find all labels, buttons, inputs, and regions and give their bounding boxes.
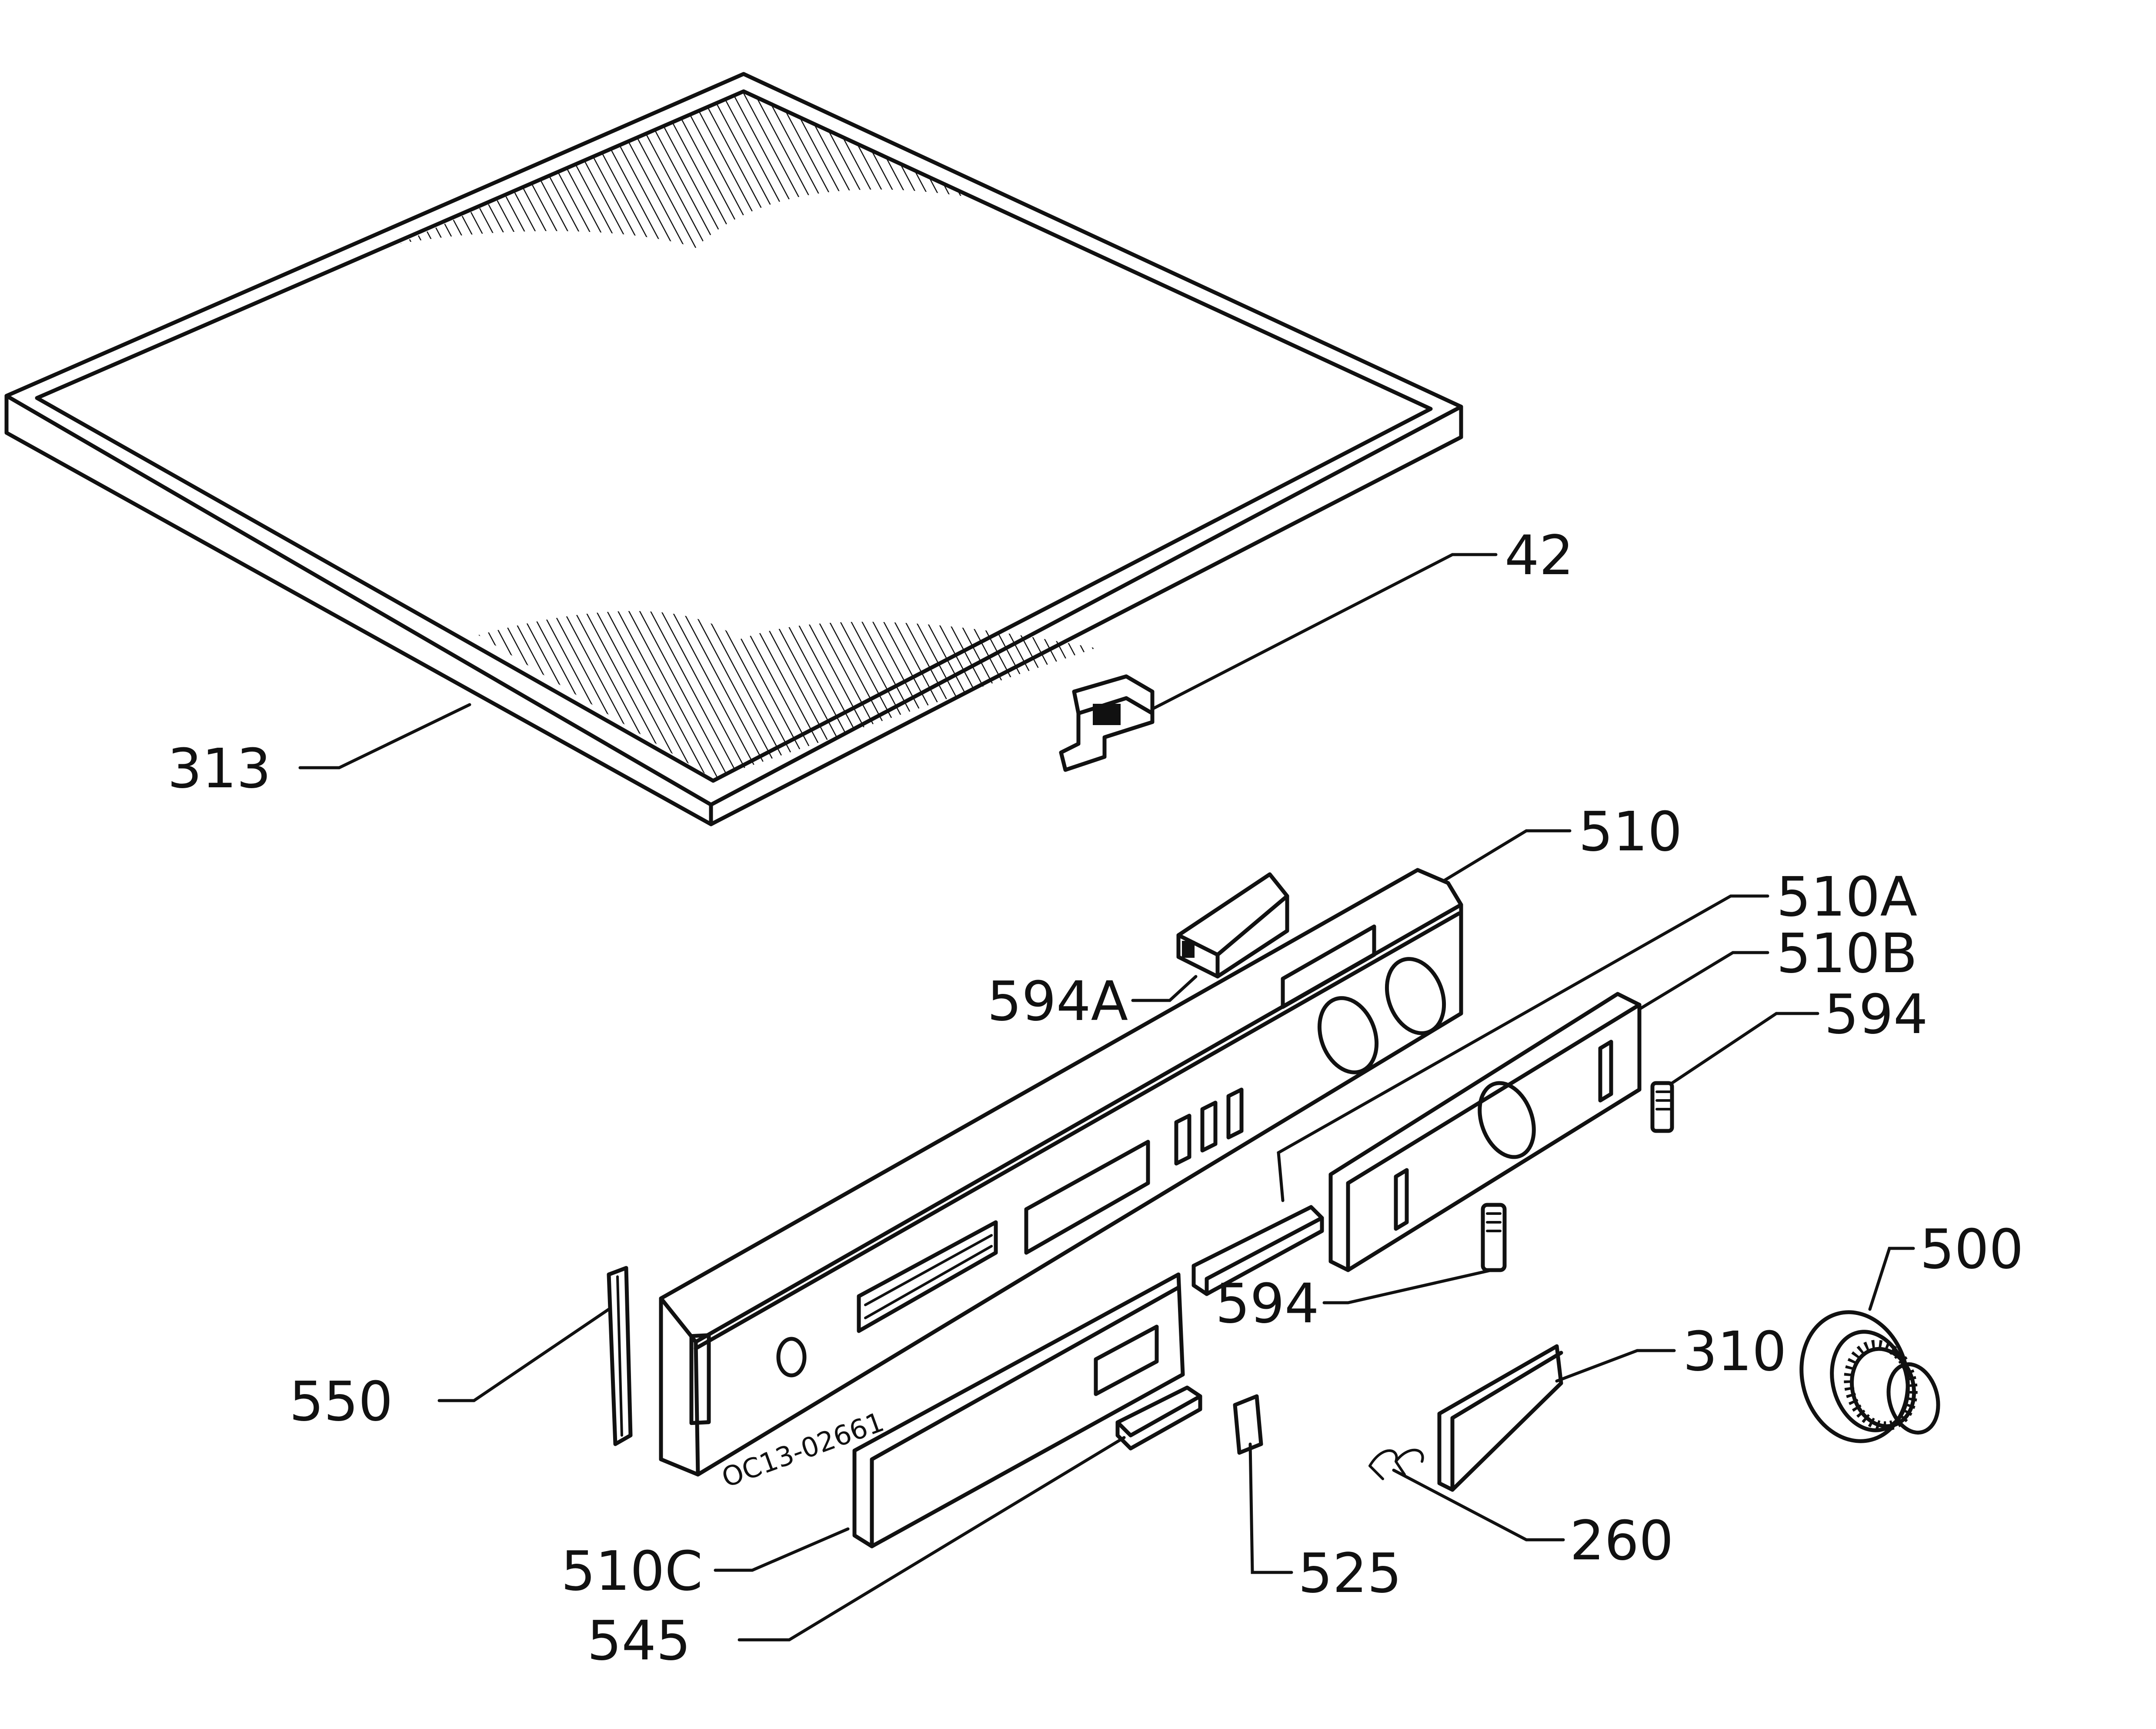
label-550: 550 (289, 1370, 393, 1433)
label-510c: 510C (561, 1540, 703, 1603)
part-labels: 313 42 510 510A 510B 594A 594 594 500 31… (167, 524, 2024, 1672)
insert-strip-510a (1191, 1205, 1324, 1296)
trim-panel-510b (1328, 992, 1642, 1272)
lower-trim-510c (852, 1272, 1185, 1548)
cover-594a (1176, 872, 1289, 979)
label-545: 545 (587, 1609, 691, 1672)
label-260: 260 (1570, 1509, 1674, 1572)
control-panel-body (659, 868, 1463, 1477)
drawing-code: OC13-02661 (718, 1406, 888, 1494)
side-strip-550 (607, 1266, 633, 1446)
label-500: 500 (1920, 1218, 2024, 1281)
label-310: 310 (1683, 1320, 1787, 1383)
board-310 (1437, 1344, 1563, 1492)
label-594a: 594A (987, 970, 1128, 1033)
label-594-right: 594 (1824, 983, 1928, 1046)
label-313: 313 (167, 737, 271, 800)
label-525: 525 (1298, 1542, 1402, 1605)
button-594-center (1481, 1203, 1507, 1272)
label-510: 510 (1579, 800, 1682, 863)
label-510a: 510A (1776, 866, 1917, 929)
label-42: 42 (1505, 524, 1574, 587)
button-594-right (1650, 1081, 1674, 1133)
hinge-clip (1059, 674, 1155, 772)
knob-500 (1799, 1310, 1940, 1443)
spring-clip-260 (1368, 1448, 1424, 1480)
clip-545 (1115, 1385, 1202, 1451)
block-525 (1233, 1394, 1263, 1455)
lid-panel (4, 72, 1463, 826)
label-510b: 510B (1776, 922, 1917, 985)
label-594-center: 594 (1215, 1272, 1319, 1335)
leader-lines (298, 553, 1915, 1642)
